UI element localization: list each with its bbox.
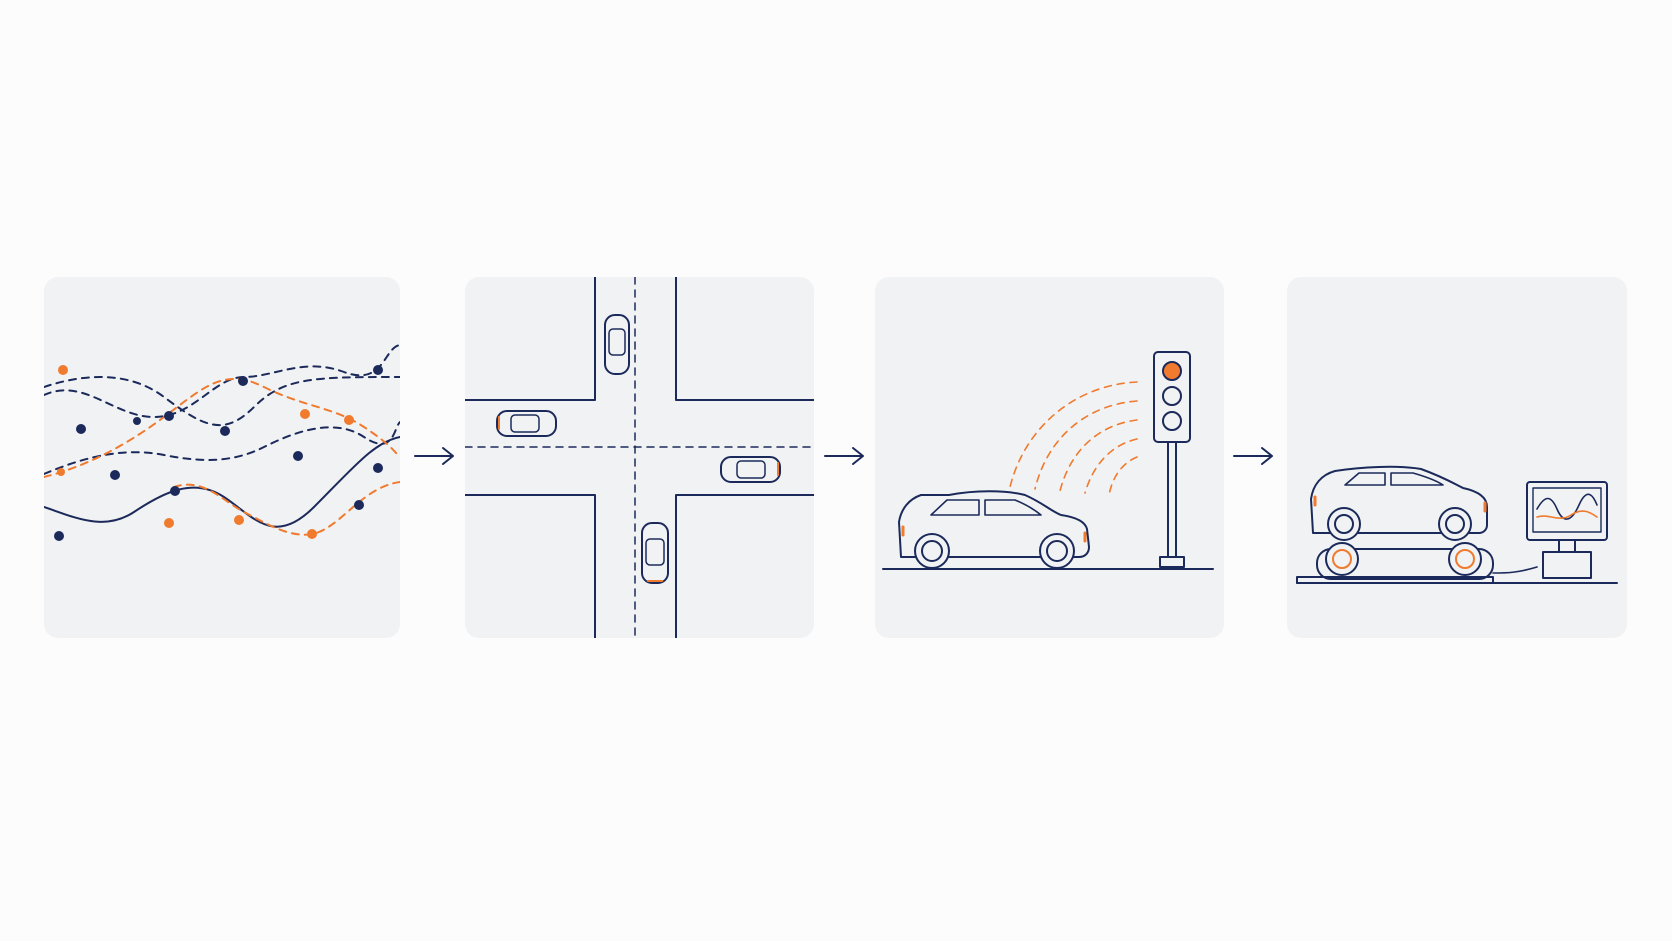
dashed-curve [44,421,400,475]
car-signal-icon [882,351,1214,570]
car-icon [898,490,1090,569]
step-panel-traffic-light [875,277,1224,638]
arrow-right-icon [1232,444,1276,468]
step-panel-intersection [465,277,814,638]
car-icon [641,522,669,584]
navy-data-points [54,365,383,541]
car-icon [604,314,630,375]
car-icon [720,456,781,483]
dashed-curve [44,344,400,418]
signal-waves-icon [1009,381,1138,496]
orange-data-points [57,365,354,539]
cable [1492,566,1538,574]
intersection-icon [465,277,814,638]
lane-markings [465,277,814,638]
data-curves-icon [44,344,400,541]
orange-dashed-curve [173,481,400,536]
step-panel-dyno [1287,277,1627,638]
car-dyno-icon [1296,465,1618,584]
car-icon [496,410,557,437]
dashed-curve [44,376,400,426]
traffic-light-icon [1153,351,1191,568]
step-panel-data [44,277,400,638]
road-edges [465,277,814,638]
monitor-icon [1526,481,1608,579]
arrow-right-icon [823,444,867,468]
arrow-right-icon [413,444,457,468]
solid-curve [44,436,400,528]
orange-dashed-curve [44,378,400,478]
dynamometer-icon [1296,542,1494,584]
car-icon [1310,465,1488,541]
